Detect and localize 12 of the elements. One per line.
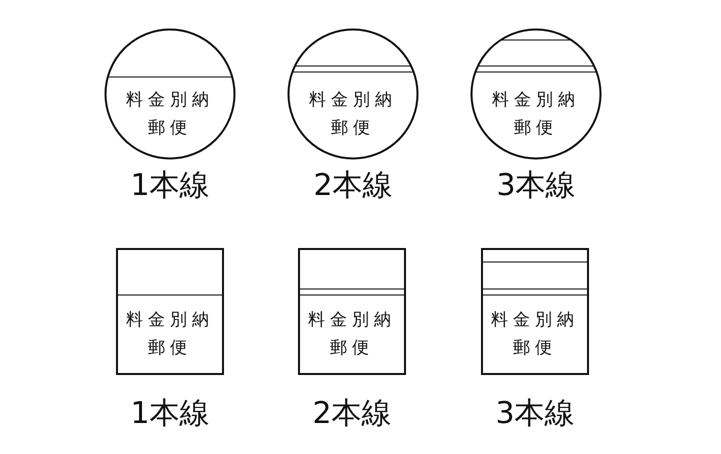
node-label: 1本線 [129, 167, 211, 205]
mark-text: 料金別納郵便 [307, 309, 397, 360]
node-label: 3本線 [494, 395, 576, 433]
mark-text: 料金別納郵便 [490, 309, 580, 360]
node-label: 2本線 [312, 167, 394, 205]
mark-text: 料金別納郵便 [125, 309, 215, 360]
node-label: 1本線 [129, 395, 211, 433]
mark-text: 料金別納郵便 [491, 89, 581, 140]
mark-text: 料金別納郵便 [125, 89, 215, 140]
node-label: 2本線 [311, 395, 393, 433]
mark-text: 料金別納郵便 [308, 89, 398, 140]
node-label: 3本線 [495, 167, 577, 205]
